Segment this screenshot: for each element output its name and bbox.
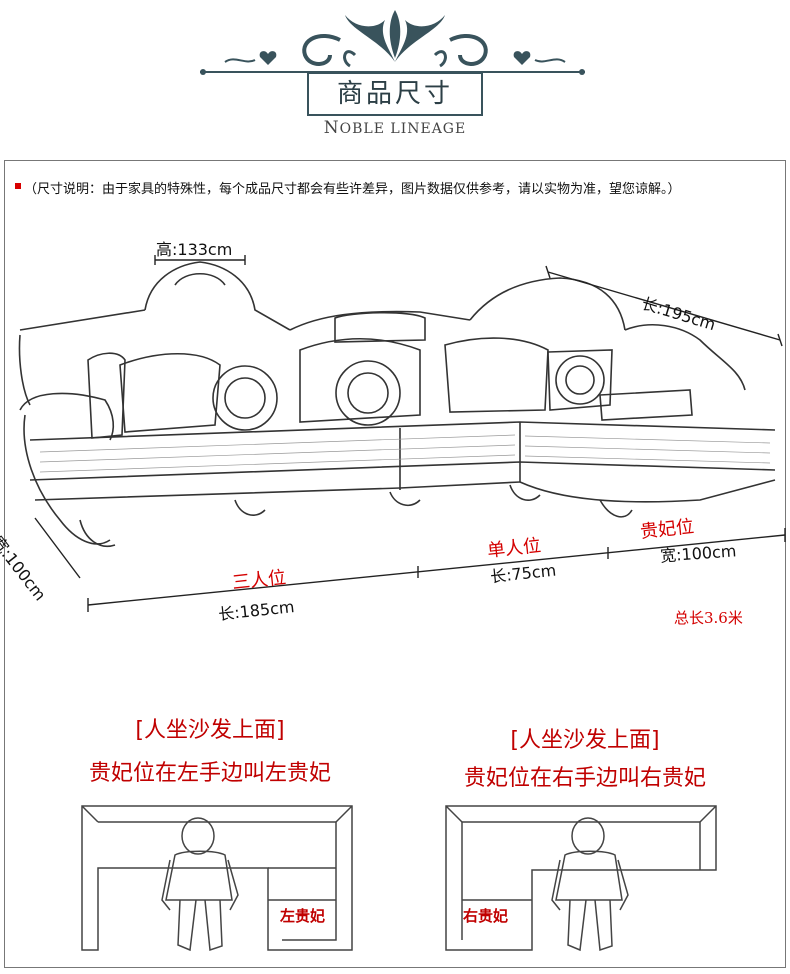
left-heading-2: 贵妃位在左手边叫左贵妃 — [88, 761, 331, 786]
height-dimension: 高:133cm — [156, 240, 233, 259]
subtitle-initial: N — [323, 118, 340, 138]
right-chaise-plan — [445, 805, 717, 952]
title-frame — [307, 72, 483, 116]
left-chaise-label: 左贵妃 — [280, 907, 326, 925]
size-note: （尺寸说明：由于家具的特殊性，每个成品尺寸都会有些许差异，图片数据仅供参考，请以… — [24, 182, 681, 197]
note-bullet — [15, 183, 21, 189]
right-heading-2: 贵妃位在右手边叫右贵妃 — [463, 766, 706, 791]
ornament-graphic — [200, 10, 585, 75]
sofa-sketch — [18, 255, 786, 612]
total-length: 总长3.6米 — [674, 609, 743, 627]
header — [0, 0, 790, 150]
brand-subtitle: NOBLE LINEAGE — [295, 118, 495, 138]
page-title: 商品尺寸 — [336, 79, 453, 109]
subtitle-part1: OBLE — [339, 121, 391, 137]
right-chaise-label: 右贵妃 — [463, 907, 509, 925]
right-heading-1: [人坐沙发上面] — [510, 728, 660, 753]
content-frame — [4, 160, 786, 968]
left-heading-1: [人坐沙发上面] — [135, 718, 285, 743]
subtitle-part2: LINEAGE — [390, 121, 467, 137]
left-chaise-plan — [81, 805, 353, 952]
